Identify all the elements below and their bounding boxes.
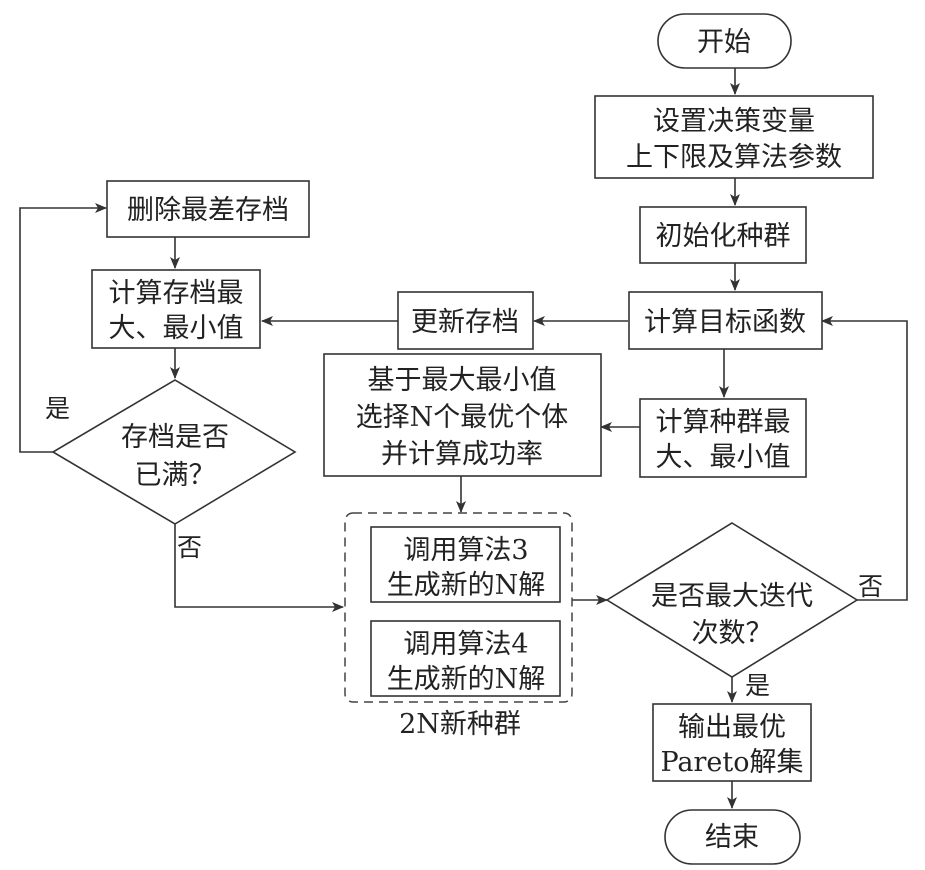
- delete-worst-label: 删除最差存档: [127, 195, 289, 226]
- end-label: 结束: [705, 822, 759, 853]
- delete-worst-box: 删除最差存档: [106, 180, 310, 238]
- set-params-line2: 上下限及算法参数: [626, 142, 842, 173]
- algo4-line2: 生成新的N解: [387, 664, 546, 695]
- new-population-group: 调用算法3 生成新的N解 调用算法4 生成新的N解 2N新种群: [344, 512, 573, 740]
- algo3-line2: 生成新的N解: [387, 570, 546, 601]
- edges: [19, 68, 908, 809]
- set-params-box: 设置决策变量 上下限及算法参数: [594, 95, 874, 179]
- calc-pop-minmax-line2: 大、最小值: [656, 442, 791, 473]
- archive-full-yes-label: 是: [45, 394, 70, 423]
- archive-full-line1: 存档是否: [121, 422, 229, 453]
- edge-full-yes-to-delete: [19, 203, 107, 453]
- calc-archive-minmax-line2: 大、最小值: [109, 313, 244, 344]
- output-box: 输出最优 Pareto解集: [652, 703, 812, 782]
- start-terminal: 开始: [657, 13, 792, 69]
- max-iter-line2: 次数？: [692, 618, 773, 649]
- max-iter-yes-label: 是: [745, 671, 770, 700]
- update-archive-label: 更新存档: [411, 307, 519, 338]
- calc-obj-label: 计算目标函数: [644, 307, 806, 338]
- calc-obj-box: 计算目标函数: [628, 291, 823, 350]
- edge-maxiter-no-to-calcobj: [821, 316, 908, 601]
- max-iter-line1: 是否最大迭代: [651, 581, 813, 612]
- max-iter-decision: 是否最大迭代 次数？: [605, 522, 859, 678]
- select-best-box: 基于最大最小值 选择N个最优个体 并计算成功率: [323, 353, 602, 477]
- archive-full-no-label: 否: [177, 533, 202, 562]
- start-label: 开始: [697, 27, 751, 58]
- archive-full-line2: 已满？: [135, 460, 216, 491]
- output-line1: 输出最优: [678, 712, 786, 743]
- update-archive-box: 更新存档: [397, 291, 534, 350]
- init-pop-label: 初始化种群: [656, 221, 791, 252]
- set-params-line1: 设置决策变量: [653, 106, 815, 137]
- select-best-line1: 基于最大最小值: [368, 365, 557, 396]
- select-best-line2: 选择N个最优个体: [356, 402, 569, 433]
- init-pop-box: 初始化种群: [639, 206, 807, 264]
- archive-full-decision: 存档是否 已满？: [51, 379, 297, 525]
- algo4-line1: 调用算法4: [403, 629, 528, 660]
- output-line2: Pareto解集: [660, 747, 803, 778]
- calc-archive-minmax-box: 计算存档最 大、最小值: [91, 269, 261, 349]
- select-best-line3: 并计算成功率: [381, 439, 543, 470]
- calc-archive-minmax-line1: 计算存档最: [109, 278, 244, 309]
- calc-pop-minmax-box: 计算种群最 大、最小值: [639, 398, 807, 478]
- group-label: 2N新种群: [399, 709, 521, 740]
- algo3-line1: 调用算法3: [403, 535, 528, 566]
- end-terminal: 结束: [664, 809, 801, 865]
- calc-pop-minmax-line1: 计算种群最: [656, 407, 791, 438]
- max-iter-no-label: 否: [858, 572, 883, 601]
- edge-full-no-to-group: [174, 524, 344, 612]
